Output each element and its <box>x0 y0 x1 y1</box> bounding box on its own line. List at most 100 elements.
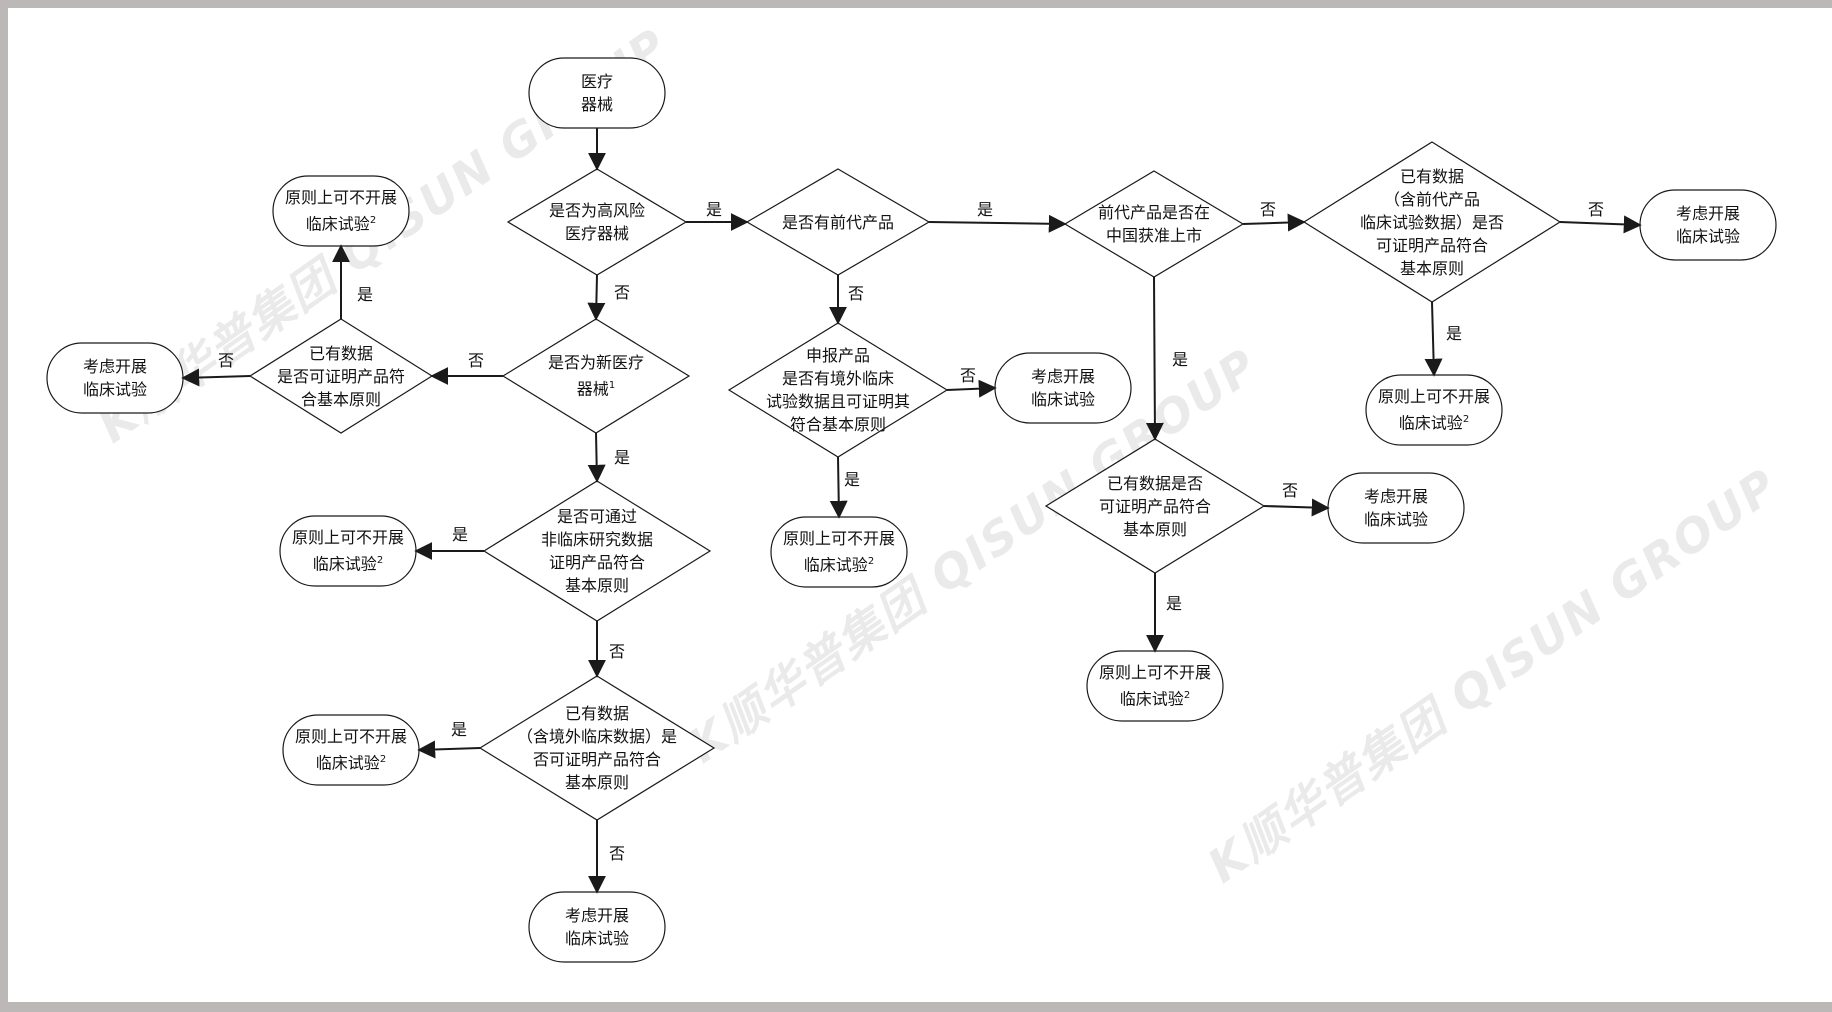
consider-trial-terminal: 考虑开展 临床试验 <box>47 343 183 413</box>
edge-label: 是 <box>1445 324 1463 343</box>
existing-data-principle-decision-text: 已有数据 是否可证明产品符 合基本原则 <box>277 342 405 411</box>
footnote-marker: 2 <box>867 556 875 568</box>
connector-arrow <box>181 368 251 387</box>
edge-label: 是 <box>613 448 631 467</box>
consider-trial-terminal-label: 考虑开展 临床试验 <box>1675 204 1740 246</box>
new-device-decision-text: 是否为新医疗 器械1 <box>548 351 644 400</box>
overseas-clinical-data-decision-text: 已有数据 （含境外临床数据）是 否可证明产品符合 基本原则 <box>517 702 677 794</box>
high-risk-decision-label: 是否为高风险 医疗器械 <box>548 201 645 243</box>
edge-label: 是 <box>1165 594 1183 613</box>
consider-trial-terminal-text: 考虑开展 临床试验 <box>1364 485 1428 531</box>
no-trial-terminal-label: 原则上可不开展 临床试验 <box>284 188 397 234</box>
edge-label: 否 <box>1587 200 1605 219</box>
consider-trial-terminal: 考虑开展 临床试验 <box>1328 473 1464 543</box>
footnote-marker: 2 <box>376 555 384 567</box>
edge-label: 否 <box>467 351 485 370</box>
edge-label: 是 <box>450 720 468 739</box>
connector-arrow <box>1263 498 1330 517</box>
existing-data-decision: 已有数据是否 可证明产品符合 基本原则 <box>1046 439 1264 573</box>
consider-trial-terminal-text: 考虑开展 临床试验 <box>1031 365 1095 411</box>
overseas-data-decision: 申报产品 是否有境外临床 试验数据且可证明其 符合基本原则 <box>729 323 947 457</box>
no-trial-terminal: 原则上可不开展 临床试验2 <box>280 516 416 586</box>
no-trial-terminal-text: 原则上可不开展 临床试验2 <box>1099 661 1211 710</box>
edge-label: 是 <box>976 200 994 219</box>
connector-arrow <box>946 379 997 398</box>
footnote-marker: 2 <box>1462 414 1470 426</box>
no-trial-terminal-text: 原则上可不开展 临床试验2 <box>285 186 397 235</box>
overseas-data-decision-label: 申报产品 是否有境外临床 试验数据且可证明其 符合基本原则 <box>765 346 910 434</box>
consider-trial-terminal: 考虑开展 临床试验 <box>995 353 1131 423</box>
predecessor-decision-text: 是否有前代产品 <box>782 211 894 234</box>
predecessor-data-decision: 已有数据 （含前代产品 临床试验数据）是否 可证明产品符合 基本原则 <box>1304 142 1560 302</box>
no-trial-terminal-label: 原则上可不开展 临床试验 <box>294 727 407 773</box>
footnote-marker: 2 <box>1183 690 1191 702</box>
nonclinical-data-decision-label: 是否可通过 非临床研究数据 证明产品符合 基本原则 <box>540 507 653 595</box>
existing-data-principle-decision-label: 已有数据 是否可证明产品符 合基本原则 <box>276 343 405 409</box>
no-trial-terminal: 原则上可不开展 临床试验2 <box>1366 375 1502 445</box>
start-terminal-label: 医疗 器械 <box>580 72 613 114</box>
no-trial-terminal: 原则上可不开展 临床试验2 <box>1087 651 1223 721</box>
consider-trial-terminal-label: 考虑开展 临床试验 <box>1030 367 1095 409</box>
left-border <box>0 0 8 1012</box>
edge-label: 否 <box>613 283 631 302</box>
no-trial-terminal-text: 原则上可不开展 临床试验2 <box>1378 385 1490 434</box>
connector-arrow <box>587 274 606 321</box>
new-device-decision: 是否为新医疗 器械1 <box>503 319 689 433</box>
predecessor-data-decision-text: 已有数据 （含前代产品 临床试验数据）是否 可证明产品符合 基本原则 <box>1360 165 1504 280</box>
existing-data-decision-label: 已有数据是否 可证明产品符合 基本原则 <box>1098 473 1211 539</box>
connector-arrow <box>587 432 606 483</box>
connector-arrow <box>1242 213 1306 232</box>
predecessor-china-approval-decision: 前代产品是否在 中国获准上市 <box>1065 171 1243 277</box>
nonclinical-data-decision: 是否可通过 非临床研究数据 证明产品符合 基本原则 <box>484 481 710 621</box>
nonclinical-data-decision-text: 是否可通过 非临床研究数据 证明产品符合 基本原则 <box>541 505 653 597</box>
predecessor-data-decision-label: 已有数据 （含前代产品 临床试验数据）是否 可证明产品符合 基本原则 <box>1359 166 1504 278</box>
no-trial-terminal: 原则上可不开展 临床试验2 <box>771 517 907 587</box>
existing-data-decision-text: 已有数据是否 可证明产品符合 基本原则 <box>1099 472 1211 541</box>
edge-label: 否 <box>217 351 235 370</box>
existing-data-principle-decision-shape <box>248 318 434 434</box>
no-trial-terminal-text: 原则上可不开展 临床试验2 <box>783 527 895 576</box>
consider-trial-terminal-text: 考虑开展 临床试验 <box>83 355 147 401</box>
consider-trial-terminal-label: 考虑开展 临床试验 <box>1363 487 1428 529</box>
edge-label: 否 <box>1259 200 1277 219</box>
no-trial-terminal-label: 原则上可不开展 临床试验 <box>291 528 404 574</box>
consider-trial-terminal-label: 考虑开展 临床试验 <box>564 906 629 948</box>
connector-arrow <box>829 456 848 519</box>
no-trial-terminal: 原则上可不开展 临床试验2 <box>273 176 409 246</box>
no-trial-terminal-text: 原则上可不开展 临床试验2 <box>295 725 407 774</box>
edge-label: 否 <box>847 284 865 303</box>
edge-label: 否 <box>608 642 626 661</box>
no-trial-terminal-text: 原则上可不开展 临床试验2 <box>292 526 404 575</box>
predecessor-china-approval-decision-text: 前代产品是否在 中国获准上市 <box>1098 201 1210 247</box>
edge-label: 是 <box>451 525 469 544</box>
no-trial-terminal-label: 原则上可不开展 临床试验 <box>1377 387 1490 433</box>
edge-label: 否 <box>959 366 977 385</box>
overseas-clinical-data-decision: 已有数据 （含境外临床数据）是 否可证明产品符合 基本原则 <box>480 676 714 820</box>
no-trial-terminal: 原则上可不开展 临床试验2 <box>283 715 419 785</box>
predecessor-decision-label: 是否有前代产品 <box>781 212 894 232</box>
consider-trial-terminal-label: 考虑开展 临床试验 <box>82 357 147 399</box>
no-trial-terminal-label: 原则上可不开展 临床试验 <box>782 529 895 575</box>
edge-label: 否 <box>608 844 626 863</box>
footnote-marker: 1 <box>608 380 616 392</box>
edge-label: 是 <box>705 200 723 219</box>
connector-arrow <box>1424 301 1443 377</box>
edge-label: 否 <box>1281 481 1299 500</box>
high-risk-decision-text: 是否为高风险 医疗器械 <box>549 199 645 245</box>
edge-label: 是 <box>356 285 374 304</box>
edge-label: 是 <box>843 470 861 489</box>
connector-arrow <box>928 214 1067 233</box>
connector-arrow <box>1559 215 1642 234</box>
consider-trial-terminal-text: 考虑开展 临床试验 <box>1676 202 1740 248</box>
bottom-border <box>0 1002 1832 1012</box>
existing-data-principle-decision: 已有数据 是否可证明产品符 合基本原则 <box>250 319 432 433</box>
consider-trial-terminal: 考虑开展 临床试验 <box>1640 190 1776 260</box>
consider-trial-terminal-text: 考虑开展 临床试验 <box>565 904 629 950</box>
predecessor-china-approval-decision-label: 前代产品是否在 中国获准上市 <box>1097 203 1210 245</box>
consider-trial-terminal: 考虑开展 临床试验 <box>529 892 665 962</box>
edge-label: 是 <box>1171 350 1189 369</box>
connector-arrow <box>1145 276 1164 441</box>
start-terminal-text: 医疗 器械 <box>581 70 613 116</box>
